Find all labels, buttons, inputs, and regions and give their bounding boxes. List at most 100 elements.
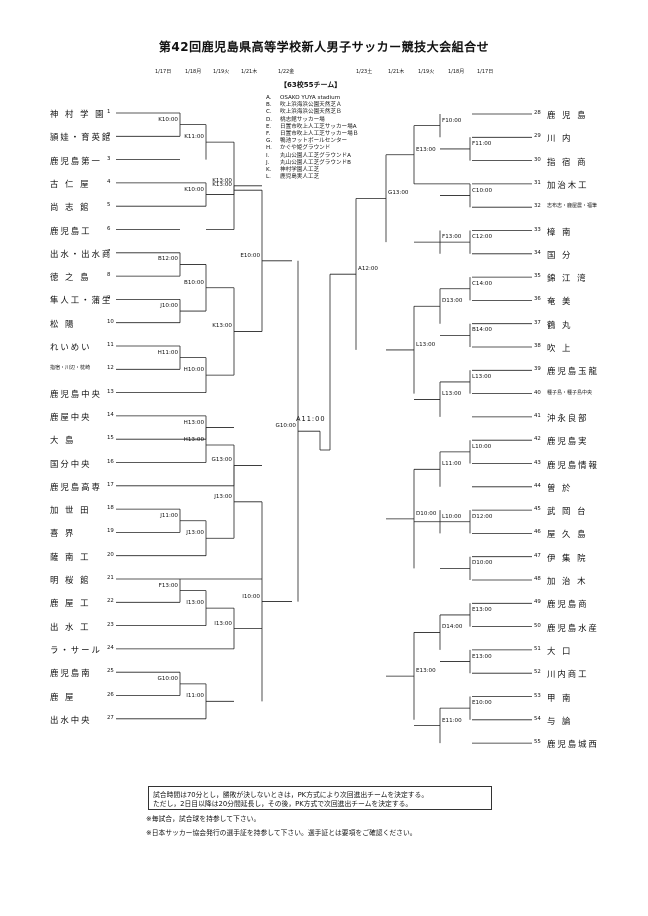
venue-item: E.日置市吹上人工芝サッカー場A (266, 123, 357, 130)
team-number: 53 (534, 692, 541, 699)
match-time: E10:00 (472, 700, 492, 707)
match-time: D13:00 (442, 298, 463, 305)
match-time: K13:00 (212, 182, 232, 189)
page-title: 第42回鹿児島県高等学校新人男子サッカー競技大会組合せ (158, 40, 490, 54)
team-number: 5 (107, 202, 111, 209)
team-name: 奄 美 (547, 296, 573, 307)
team-name: 樟 南 (547, 226, 573, 237)
match-time: K10:00 (158, 116, 178, 123)
team-name: 鹿児島玉龍 (547, 366, 599, 377)
team-name: 曽 於 (547, 482, 573, 493)
team-name: 大 口 (547, 645, 573, 656)
team-name: 鹿児島高専 (50, 481, 102, 492)
match-time: J13:00 (186, 530, 204, 537)
match-time: B10:00 (184, 279, 204, 286)
team-name: 武 岡 台 (547, 506, 588, 517)
team-name: 鹿 児 島 (547, 110, 588, 120)
match-time: J10:00 (160, 303, 178, 310)
team-number: 22 (107, 598, 114, 605)
team-number: 18 (107, 505, 114, 512)
match-time: E13:00 (472, 606, 492, 613)
team-number: 39 (534, 366, 541, 373)
team-number: 11 (107, 342, 114, 348)
team-number: 33 (534, 226, 541, 233)
team-name: 加 世 田 (50, 505, 91, 516)
team-name: 種子島・種子島中央 (547, 389, 593, 396)
match-time: B12:00 (158, 256, 178, 263)
match-time: H11:00 (157, 349, 178, 356)
match-time: H10:00 (183, 367, 204, 374)
team-name: 指 宿 商 (547, 156, 588, 167)
round-date: 1/17日 (477, 69, 494, 75)
team-number: 7 (107, 248, 111, 255)
match-time: C14:00 (472, 280, 493, 287)
team-name: 川 内 (547, 133, 573, 144)
team-number: 10 (107, 318, 114, 325)
round-date: 1/18月 (448, 69, 465, 75)
team-name: 大 島 (50, 435, 76, 446)
team-number: 38 (534, 343, 541, 349)
venue-item: A.OSAKO YUYA stadium (266, 95, 341, 101)
note-line: ※毎試合，試合球を持参して下さい。 (146, 815, 261, 823)
rule-line: ただし，2日目以降は20分間延長し，その後，PK方式で次回進出チームを決定する。 (153, 800, 413, 808)
match-time: L10:00 (442, 513, 462, 520)
team-number: 40 (534, 389, 541, 396)
team-number: 50 (534, 622, 541, 629)
round-date: 1/21木 (241, 69, 258, 75)
team-name: 川内商工 (547, 669, 589, 680)
match-time: D14:00 (442, 624, 463, 631)
match-time: F13:00 (442, 234, 462, 241)
match-time: J11:00 (160, 512, 178, 519)
match-time: J13:00 (214, 493, 232, 500)
team-number: 20 (107, 551, 114, 558)
team-name: 尚 志 館 (50, 202, 91, 213)
final-match-time: A11:00 (296, 415, 326, 423)
venue-item: B.吹上浜海浜公園天然芝Ａ (266, 102, 342, 109)
team-name: 鹿児島城西 (547, 739, 599, 750)
team-number: 16 (107, 458, 114, 465)
team-number: 1 (107, 109, 111, 115)
team-number: 21 (107, 575, 114, 581)
match-time: L10:00 (472, 443, 492, 450)
venue-item: D.桃志館サッカー場 (266, 116, 325, 123)
team-name: 鹿児島南 (50, 668, 92, 679)
team-number: 19 (107, 528, 114, 535)
match-time: K10:00 (184, 186, 204, 193)
team-name: 国 分 (547, 249, 573, 260)
match-time: E11:00 (442, 717, 462, 724)
venue-item: K.神村学園人工芝 (266, 167, 320, 174)
team-number: 41 (534, 412, 541, 419)
team-name: 出 水 工 (50, 621, 91, 632)
team-name: 鹿児島情報 (547, 459, 599, 470)
team-number: 3 (107, 155, 111, 162)
team-number: 51 (534, 645, 541, 652)
team-number: 45 (534, 506, 541, 513)
match-time: F11:00 (472, 140, 492, 147)
match-time: I13:00 (214, 620, 232, 627)
team-name: 薩 南 工 (50, 551, 91, 562)
team-name: 古 仁 屋 (50, 178, 91, 189)
match-time: K13:00 (212, 323, 232, 330)
rule-line: 試合時間は70分とし，勝敗が決しないときは，PK方式により次回進出チームを決定す… (153, 791, 429, 799)
team-number: 17 (107, 481, 114, 488)
team-name: 伊 集 院 (547, 552, 588, 563)
match-time: E13:00 (416, 668, 436, 675)
team-name: 隼人工・蒲生 (50, 295, 113, 306)
team-number: 46 (534, 529, 541, 536)
team-number: 28 (534, 110, 541, 116)
team-number: 8 (107, 272, 111, 279)
team-name: 鹿 屋 工 (50, 598, 91, 609)
team-number: 13 (107, 388, 114, 395)
match-time: G10:00 (275, 423, 296, 430)
team-name: 徳 之 島 (50, 272, 91, 283)
team-name: 国分中央 (50, 458, 92, 469)
team-name: 錦 江 湾 (547, 273, 588, 284)
venue-legend: A.OSAKO YUYA stadium B.吹上浜海浜公園天然芝Ａ C.吹上浜… (266, 95, 358, 181)
team-number: 32 (534, 203, 541, 210)
team-number: 47 (534, 552, 541, 559)
match-time: I10:00 (242, 593, 260, 600)
team-number: 48 (534, 576, 541, 582)
team-name: 甲 南 (547, 692, 573, 703)
team-name: 鹿児島中央 (50, 388, 102, 399)
